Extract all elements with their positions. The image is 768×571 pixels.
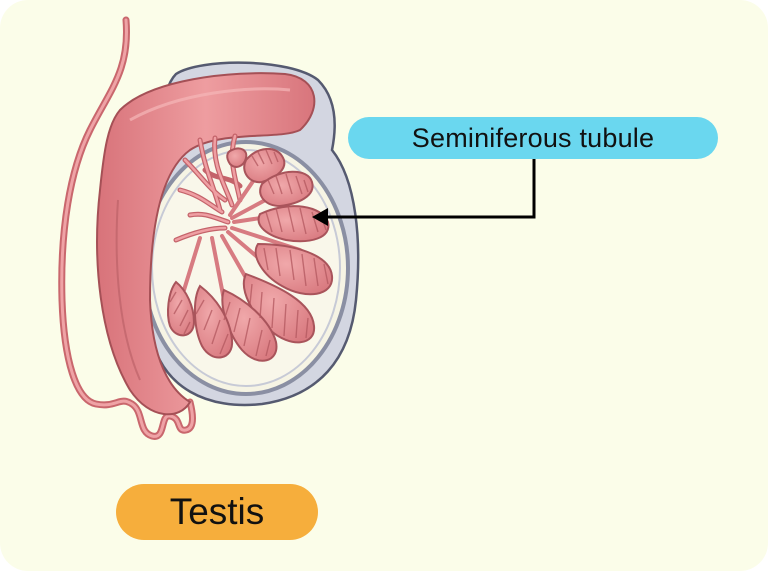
seminiferous-tubule-label: Seminiferous tubule <box>348 117 718 159</box>
epididymis <box>96 72 316 416</box>
arrowhead-icon <box>312 208 328 226</box>
diagram-title: Testis <box>116 484 318 540</box>
tubule-leader-arrow <box>324 158 536 219</box>
